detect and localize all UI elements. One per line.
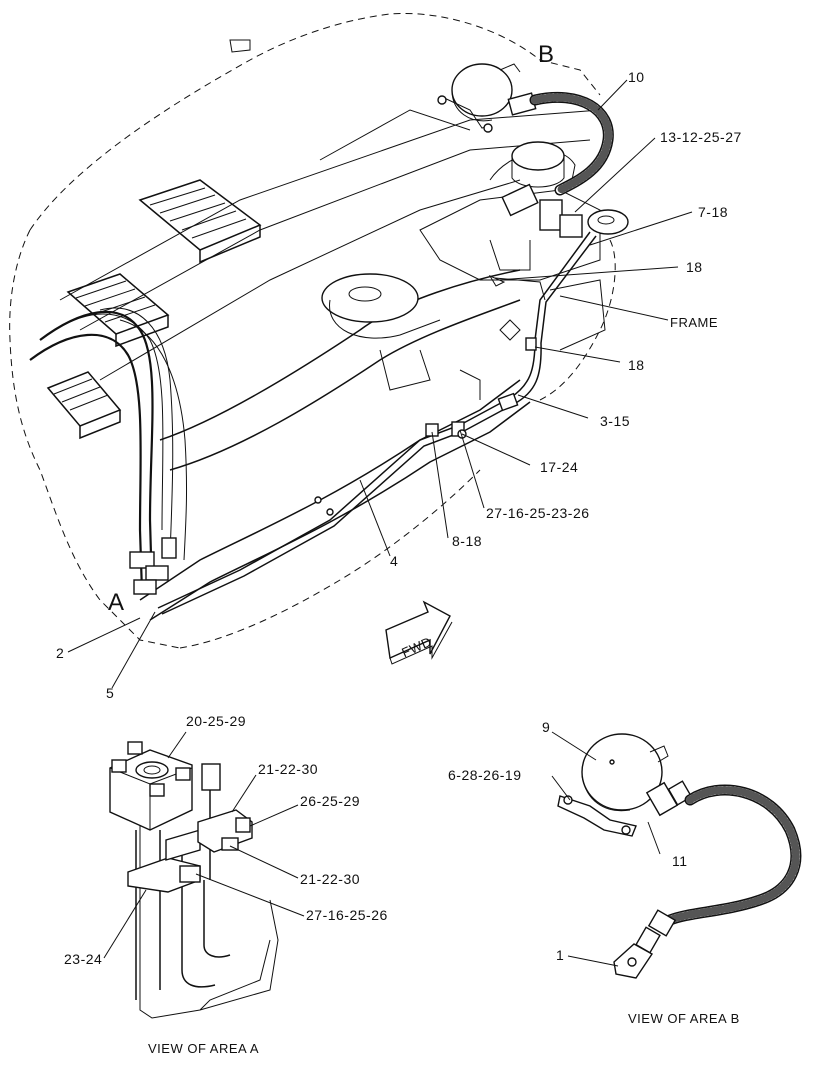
step-lower [46, 371, 122, 440]
view-b-callout-6-28-26-19: 6-28-26-19 [448, 767, 522, 783]
callout-18-top: 18 [686, 259, 703, 275]
view-b-callout-9: 9 [542, 719, 550, 735]
callout-frame: FRAME [670, 315, 718, 330]
view-a-callout-26-25-29: 26-25-29 [300, 793, 360, 809]
view-b-caption: VIEW OF AREA B [628, 1011, 740, 1026]
view-a-callout-21-22-30-top: 21-22-30 [258, 761, 318, 777]
view-a-caption: VIEW OF AREA A [148, 1041, 259, 1056]
view-area-a-drawing [109, 741, 279, 1019]
callout-5: 5 [106, 685, 114, 701]
area-b-marker: B [538, 41, 555, 68]
leader-lines-main [67, 79, 693, 689]
view-a-callout-20-25-29: 20-25-29 [186, 713, 246, 729]
callout-2: 2 [56, 645, 64, 661]
callout-4: 4 [390, 553, 398, 569]
view-b-callout-1: 1 [556, 947, 564, 963]
callout-17-24: 17-24 [540, 459, 578, 475]
callout-3-15: 3-15 [600, 413, 630, 429]
callout-18-mid: 18 [628, 357, 645, 373]
hose-10 [529, 91, 614, 196]
step-middle [66, 273, 170, 348]
area-a-marker: A [108, 589, 125, 616]
callout-10: 10 [628, 69, 645, 85]
callout-27-16-25-23-26: 27-16-25-23-26 [486, 505, 590, 521]
view-b-callout-11: 11 [672, 853, 688, 869]
view-a-callout-23-24: 23-24 [64, 951, 102, 967]
hose-view-b [664, 784, 802, 926]
step-upper [138, 179, 262, 264]
fwd-arrow-icon [385, 600, 453, 665]
callout-7-18: 7-18 [698, 204, 728, 220]
machine-frame-drawing [9, 12, 629, 649]
hose-end-fitting-b [613, 909, 677, 979]
view-a-callout-21-22-30-bottom: 21-22-30 [300, 871, 360, 887]
view-a-callout-27-16-25-26: 27-16-25-26 [306, 907, 388, 923]
leader-lines-view-a [103, 731, 305, 959]
view-area-b-drawing [557, 733, 693, 837]
callout-8-18: 8-18 [452, 533, 482, 549]
brake-line-tubes [157, 231, 597, 615]
leader-lines-view-b [551, 731, 661, 967]
callout-13-12-25-27: 13-12-25-27 [660, 129, 742, 145]
